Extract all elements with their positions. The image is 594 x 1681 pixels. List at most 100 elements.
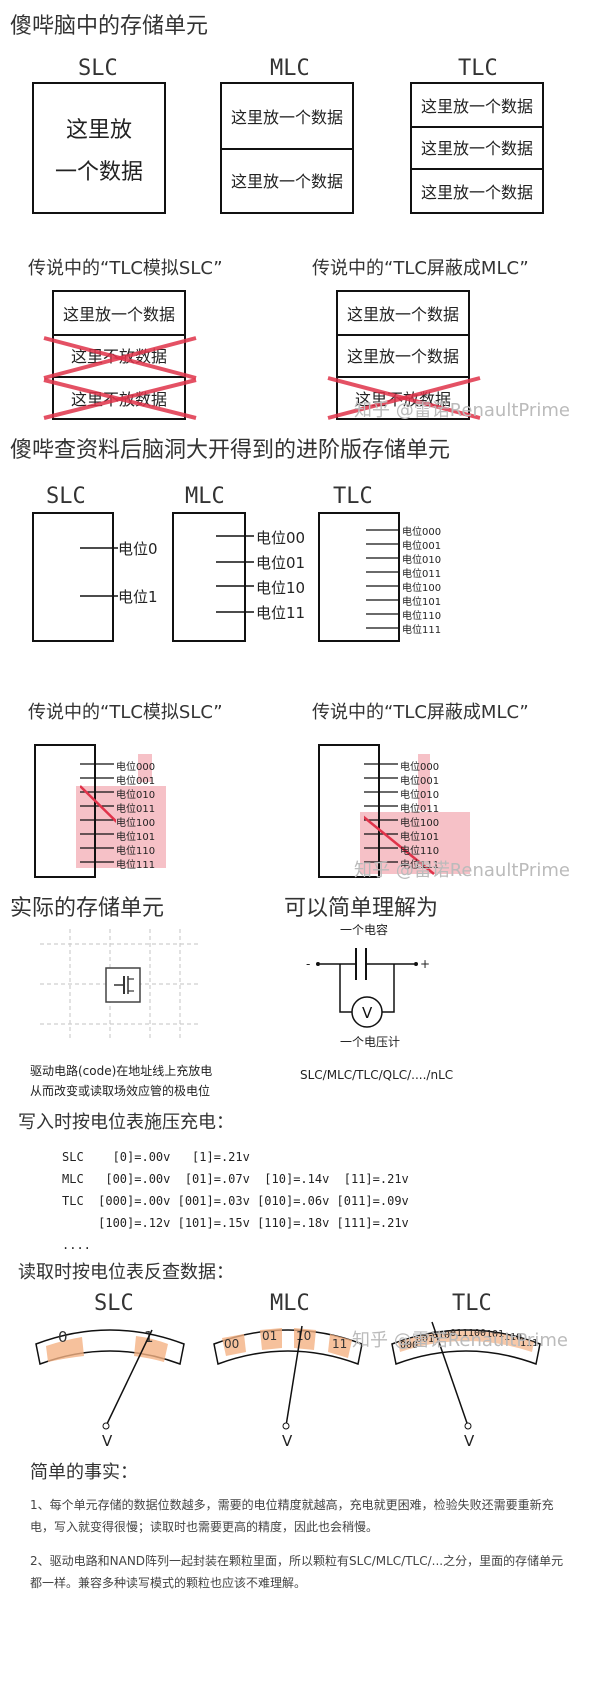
level-label: 电位011 xyxy=(402,569,442,580)
tlc-cell-slot: 这里放一个数据 xyxy=(420,183,533,202)
voltage-table-line: SLC [0]=.00v [1]=.21v xyxy=(62,1150,250,1164)
mlc-sim-title: 传说中的“TLC屏蔽成MLC” xyxy=(312,258,529,279)
capacitor-voltmeter-circuit: 一个电容 - + V 一个电压计 xyxy=(306,922,430,1049)
level-label: 电位110 xyxy=(402,611,442,622)
level-label: 电位10 xyxy=(256,579,306,597)
actual-cell-title: 实际的存储单元 xyxy=(10,896,165,921)
tlc-cell-slot: 这里放一个数据 xyxy=(412,84,542,128)
gauge-mark: 10 xyxy=(296,1329,311,1343)
caption-line-2: 从而改变或读取场效应管的极电位 xyxy=(30,1084,211,1098)
gauges: SLC 0 1 V MLC 00 01 10 11 V TLC 000 001 … xyxy=(35,1291,568,1450)
fact-2: 2、驱动电路和NAND阵列一起封装在颗粒里面，所以颗粒有SLC/MLC/TLC/… xyxy=(30,1554,564,1590)
level-label: 电位00 xyxy=(256,529,306,547)
level-label: 电位000 xyxy=(402,527,442,538)
level-label: 电位100 xyxy=(116,818,156,829)
voltage-table-line: [100]=.12v [101]=.15v [110]=.18v [111]=.… xyxy=(62,1216,409,1230)
needle-label: V xyxy=(102,1432,113,1450)
voltage-table-line: .... xyxy=(62,1238,91,1252)
level-label: 电位000 xyxy=(116,762,156,773)
gauge-mark: 100 xyxy=(468,1328,486,1339)
highlight-bar xyxy=(138,754,152,782)
tlc-label: TLC xyxy=(333,484,373,509)
slc-gauge: SLC 0 1 V xyxy=(35,1291,185,1450)
minus-sign: - xyxy=(306,957,310,971)
slc-sim-title: 传说中的“TLC模拟SLC” xyxy=(28,702,223,723)
mlc-level-cell xyxy=(172,512,246,642)
facts-title: 简单的事实： xyxy=(30,1462,138,1483)
highlight-area xyxy=(76,786,166,868)
read-title: 读取时按电位表反查数据： xyxy=(18,1262,234,1283)
fact-1: 1、每个单元存储的数据位数越多，需要的电位精度就越高，充电就更困难，检验失败还需… xyxy=(30,1498,554,1534)
tlc-sim-slc-level-cell xyxy=(34,744,96,878)
write-title: 写入时按电位表施压充电： xyxy=(18,1112,234,1133)
slc-cell-text-2: 一个数据 xyxy=(54,160,143,185)
voltmeter-label: 一个电压计 xyxy=(340,1035,400,1049)
section2-title: 傻哔查资料后脑洞大开得到的进阶版存储单元 xyxy=(10,438,451,463)
level-label: 电位000 xyxy=(400,762,440,773)
memory-grid-diagram xyxy=(40,929,200,1039)
level-label: 电位110 xyxy=(116,846,156,857)
level-label: 电位100 xyxy=(402,583,442,594)
gauge-mark: 101 xyxy=(486,1329,504,1340)
cross-marks xyxy=(43,336,197,420)
level-label: 电位011 xyxy=(116,804,156,815)
slc-label: SLC xyxy=(46,484,86,509)
sim-slot-used: 这里放一个数据 xyxy=(338,292,468,336)
gauge-mark: 011 xyxy=(450,1328,468,1339)
level-label: 电位111 xyxy=(402,625,442,636)
gauge-mark: 11 xyxy=(332,1337,347,1351)
gauge-mark: 01 xyxy=(262,1329,277,1343)
level-label: 电位1 xyxy=(118,588,158,606)
level-label: 电位01 xyxy=(256,554,306,572)
mlc-level-ticks xyxy=(216,535,254,613)
level-label: 电位111 xyxy=(116,860,156,871)
slc-level-cell xyxy=(32,512,114,642)
tlc-level-ticks xyxy=(80,763,116,863)
watermark: 知乎 @雷诺RenaultPrime xyxy=(354,860,570,881)
simple-model-title: 可以简单理解为 xyxy=(284,896,439,921)
cross-marks xyxy=(327,376,481,420)
mlc-label: MLC xyxy=(185,484,225,509)
mlc-cell-slot: 这里放一个数据 xyxy=(230,172,343,191)
level-label: 电位101 xyxy=(402,597,442,608)
mlc-label: MLC xyxy=(270,56,310,81)
mlc-cell-slot: 这里放一个数据 xyxy=(222,84,352,150)
highlight-bar xyxy=(418,754,430,810)
level-label: 电位010 xyxy=(402,555,442,566)
needle-label: V xyxy=(464,1432,475,1450)
level-label: 电位010 xyxy=(400,790,440,801)
sim-slot-used: 这里放一个数据 xyxy=(338,334,468,378)
tlc-cell-slot: 这里放一个数据 xyxy=(412,126,542,170)
gauge-mark: 001 xyxy=(416,1334,434,1345)
tlc-sim-mlc-level-cell xyxy=(318,744,380,878)
watermark: 知乎 @雷诺RenaultPrime xyxy=(354,400,570,421)
level-label: 电位010 xyxy=(116,790,156,801)
watermark: 知乎 @雷诺RenaultPrime xyxy=(352,1330,568,1351)
capacitor-label: 一个电容 xyxy=(340,922,388,937)
gauge-title: MLC xyxy=(270,1291,310,1316)
needle-label: V xyxy=(282,1432,293,1450)
plus-sign: + xyxy=(420,957,430,971)
gauge-mark: 111 xyxy=(520,1338,538,1349)
voltmeter-symbol: V xyxy=(362,1004,373,1022)
gauge-title: TLC xyxy=(452,1291,492,1316)
slc-level-ticks xyxy=(80,547,118,597)
mlc-cell: 这里放一个数据 这里放一个数据 xyxy=(220,82,354,214)
level-label: 电位011 xyxy=(400,804,440,815)
level-label: 电位001 xyxy=(116,776,156,787)
tlc-level-ticks xyxy=(364,763,435,875)
level-label: 电位001 xyxy=(402,541,442,552)
level-label: 电位0 xyxy=(118,540,158,558)
slc-cell: 这里放 一个数据 xyxy=(32,82,166,214)
tlc-label: TLC xyxy=(458,56,498,81)
mlc-sim-title: 传说中的“TLC屏蔽成MLC” xyxy=(312,702,529,723)
gauge-mark: 000 xyxy=(400,1340,418,1351)
slc-label: SLC xyxy=(78,56,118,81)
tlc-cell: 这里放一个数据 这里放一个数据 这里放一个数据 xyxy=(410,82,544,214)
level-label: 电位001 xyxy=(400,776,440,787)
level-label: 电位101 xyxy=(116,832,156,843)
level-label: 电位111 xyxy=(400,860,440,871)
slc-sim-title: 传说中的“TLC模拟SLC” xyxy=(28,258,223,279)
voltage-table-line: MLC [00]=.00v [01]=.07v [10]=.14v [11]=.… xyxy=(62,1172,409,1186)
voltage-table-line: TLC [000]=.00v [001]=.03v [010]=.06v [01… xyxy=(62,1194,409,1208)
